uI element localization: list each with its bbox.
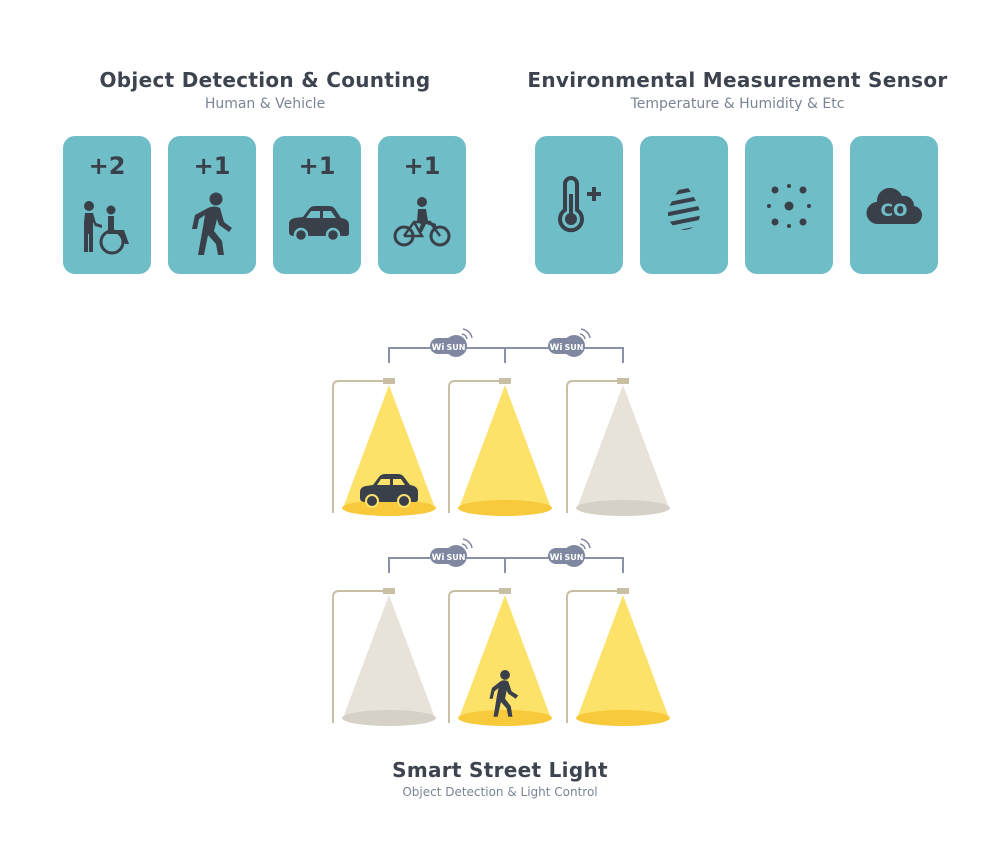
street-lamp-off bbox=[332, 588, 436, 726]
pedestrian-body bbox=[489, 680, 519, 717]
detection-count: +1 bbox=[298, 152, 336, 180]
lamp-pole bbox=[448, 380, 501, 513]
lamp-head bbox=[383, 588, 395, 594]
signal-waves-icon bbox=[579, 328, 591, 340]
wisun-label-wi: Wi bbox=[549, 553, 562, 563]
detection-count: +1 bbox=[403, 152, 441, 180]
light-beam bbox=[459, 385, 551, 508]
wisun-label-sun: SUN bbox=[565, 553, 584, 562]
signal-waves-icon bbox=[461, 328, 473, 340]
object-detection-subtitle: Human & Vehicle bbox=[204, 96, 326, 112]
wisun-badge-circle bbox=[445, 545, 467, 567]
wisun-badge-circle bbox=[563, 335, 585, 357]
light-beam bbox=[459, 595, 551, 718]
pedestrian-head bbox=[500, 670, 510, 680]
detection-count: +2 bbox=[88, 152, 126, 180]
wisun-label-wi: Wi bbox=[549, 343, 562, 353]
wisun-label-wi: Wi bbox=[431, 343, 444, 353]
lamp-pole bbox=[566, 380, 619, 513]
environment-title: Environmental Measurement Sensor bbox=[527, 68, 948, 92]
lamp-head bbox=[383, 378, 395, 384]
env-tile-particulate bbox=[745, 136, 833, 274]
street-light-subtitle: Object Detection & Light Control bbox=[402, 785, 598, 799]
lamp-pole bbox=[332, 590, 385, 723]
detection-tile-cyclist: +1 bbox=[378, 136, 466, 274]
humidity-drop-icon bbox=[668, 184, 700, 230]
environment-subtitle: Temperature & Humidity & Etc bbox=[630, 96, 845, 112]
co-cloud-icon: CO bbox=[866, 187, 922, 225]
wisun-badge-circle bbox=[445, 335, 467, 357]
street-lamp-on bbox=[448, 588, 552, 726]
env-tile-co: CO bbox=[850, 136, 938, 274]
signal-waves-icon bbox=[461, 538, 473, 550]
cyclist-icon bbox=[393, 197, 451, 247]
wisun-label-sun: SUN bbox=[447, 343, 466, 352]
pedestrian-icon bbox=[489, 670, 519, 717]
wisun-label-sun: SUN bbox=[447, 553, 466, 562]
light-pool bbox=[458, 500, 552, 516]
street-lamp-off bbox=[566, 378, 670, 516]
object-detection-title: Object Detection & Counting bbox=[99, 68, 431, 92]
light-pool bbox=[342, 500, 436, 516]
car-icon bbox=[360, 474, 418, 508]
signal-waves-icon bbox=[579, 538, 591, 550]
detection-tile-pedestrian: +1 bbox=[168, 136, 256, 274]
light-beam bbox=[577, 385, 669, 508]
pedestrian-icon bbox=[192, 192, 232, 255]
lamp-pole bbox=[332, 380, 385, 513]
detection-tile-wheelchair: +2 bbox=[63, 136, 151, 274]
light-pool bbox=[458, 710, 552, 726]
wisun-badge-circle bbox=[563, 545, 585, 567]
env-tile-temperature bbox=[535, 136, 623, 274]
particulate-dust-icon bbox=[767, 184, 811, 228]
env-tile-humidity bbox=[640, 136, 728, 274]
thermometer-icon bbox=[558, 176, 601, 233]
car-icon bbox=[289, 206, 349, 243]
street-light-title: Smart Street Light bbox=[392, 758, 608, 782]
light-pool bbox=[576, 500, 670, 516]
light-pool bbox=[576, 710, 670, 726]
light-beam bbox=[343, 595, 435, 718]
street-lamp-on bbox=[332, 378, 436, 516]
street-lamp-on bbox=[566, 588, 670, 726]
co-label: CO bbox=[881, 201, 908, 221]
wisun-label-wi: Wi bbox=[431, 553, 444, 563]
car-windows bbox=[377, 479, 405, 485]
light-beam bbox=[343, 385, 435, 508]
lamp-pole bbox=[566, 590, 619, 723]
lamp-head bbox=[499, 378, 511, 384]
detection-tile-car: +1 bbox=[273, 136, 361, 274]
street-lamp-on bbox=[448, 378, 552, 516]
lamp-head bbox=[617, 378, 629, 384]
wheelchair-assist-icon bbox=[84, 201, 129, 255]
light-beam bbox=[577, 595, 669, 718]
light-pool bbox=[342, 710, 436, 726]
lamp-head bbox=[617, 588, 629, 594]
detection-count: +1 bbox=[193, 152, 231, 180]
wisun-label-sun: SUN bbox=[565, 343, 584, 352]
car-wheel bbox=[365, 494, 379, 508]
car-wheel bbox=[397, 494, 411, 508]
lamp-pole bbox=[448, 590, 501, 723]
lamp-head bbox=[499, 588, 511, 594]
